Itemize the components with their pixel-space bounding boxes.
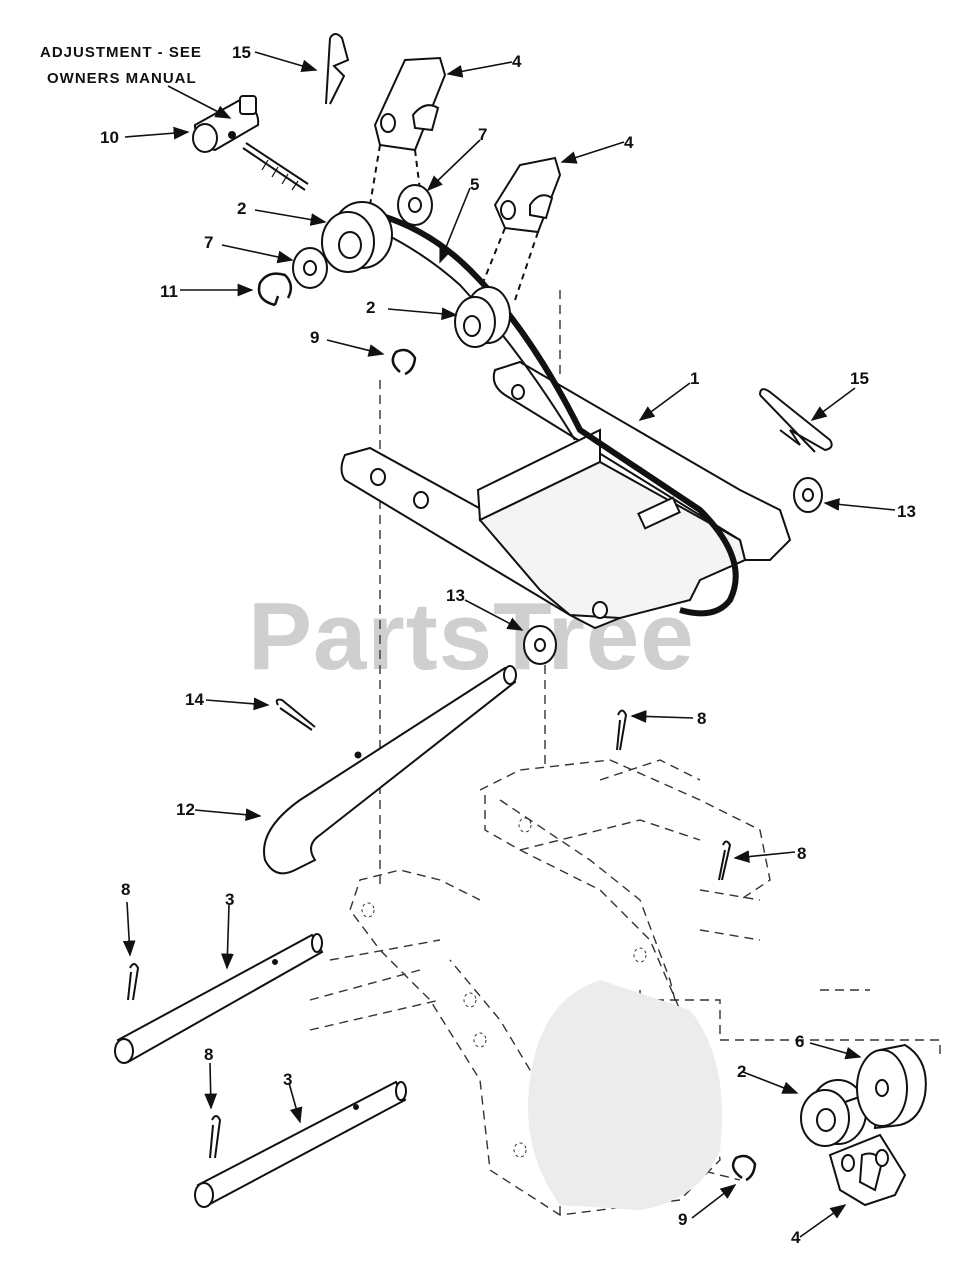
cotter-pin-part-8-d (209, 1115, 222, 1159)
callout-2-bottom: 2 (737, 1062, 746, 1081)
callout-4-bottom: 4 (791, 1228, 801, 1247)
lift-hook-part-12 (263, 665, 517, 875)
spacer-part-6 (856, 1043, 927, 1130)
clevis-part-4-b (479, 156, 562, 301)
clevis-part-4-a (369, 56, 447, 206)
pulley-part-2-bottom (800, 1079, 886, 1147)
washer-part-7-upper (397, 184, 433, 226)
callout-3-upper: 3 (225, 890, 234, 909)
hairpin-clip-part-15-right (759, 388, 833, 453)
retaining-ring-part-9-bottom (731, 1154, 757, 1182)
washer-part-13-left (523, 625, 557, 665)
callout-1: 1 (690, 369, 699, 388)
callout-3-lower: 3 (283, 1070, 292, 1089)
clevis-part-4-c (828, 1133, 907, 1207)
adjustment-knob-part-10 (192, 95, 309, 191)
cotter-pin-part-8-b (718, 840, 732, 881)
washer-part-13-right (793, 477, 823, 513)
leader-arrows (122, 51, 896, 1238)
pivot-pin-part-3-lower (194, 1080, 407, 1208)
cotter-pin-part-14 (275, 698, 316, 731)
callout-13-right: 13 (897, 502, 916, 521)
callout-7-upper: 7 (478, 125, 487, 144)
callout-8-b: 8 (797, 844, 806, 863)
callout-11: 11 (160, 282, 178, 301)
callout-6: 6 (795, 1032, 804, 1051)
callout-14: 14 (185, 690, 204, 709)
callout-13-left: 13 (446, 586, 465, 605)
callout-12: 12 (176, 800, 195, 819)
cotter-pin-part-8-c (127, 963, 140, 1001)
callout-4-top: 4 (512, 52, 522, 71)
callout-4-middle: 4 (624, 133, 634, 152)
hairpin-clip-part-15-top (325, 33, 350, 105)
pulley-part-2-middle (454, 286, 511, 348)
callout-2-middle: 2 (366, 298, 375, 317)
callout-8-d: 8 (204, 1045, 213, 1064)
frame-assembly-hidden (309, 290, 941, 1216)
callout-5: 5 (470, 175, 479, 194)
adjustment-note-line2: OWNERS MANUAL (47, 70, 197, 87)
callout-15-right: 15 (850, 369, 869, 388)
cotter-pin-part-8-a (616, 709, 628, 751)
callout-7-lower: 7 (204, 233, 213, 252)
callout-9-bottom: 9 (678, 1210, 687, 1229)
pivot-pin-part-3-upper (114, 933, 324, 1064)
callout-10: 10 (100, 128, 119, 147)
callout-8-a: 8 (697, 709, 706, 728)
retaining-ring-part-11 (257, 272, 293, 307)
pulley-part-2-top (321, 201, 393, 273)
retaining-ring-part-9-top (391, 348, 417, 376)
adjustment-note-line1: ADJUSTMENT - SEE (40, 44, 202, 61)
callout-8-c: 8 (121, 880, 130, 899)
callout-9-top: 9 (310, 328, 319, 347)
callout-2-top: 2 (237, 199, 246, 218)
washer-part-7-lower (292, 247, 328, 289)
callout-15-top: 15 (232, 43, 251, 62)
